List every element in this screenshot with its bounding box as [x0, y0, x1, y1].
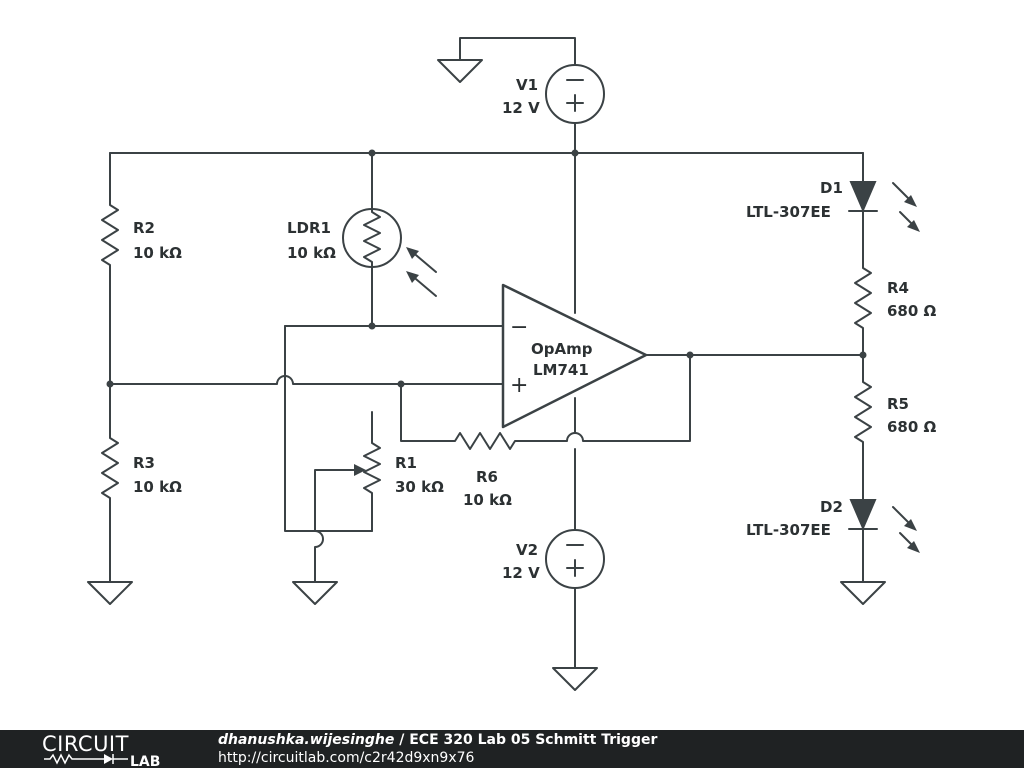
d2-value: LTL-307EE: [746, 521, 831, 539]
non-inverting-input-sign: +: [510, 373, 528, 398]
d1-led: [848, 152, 878, 263]
r6-value: 10 kΩ: [463, 491, 512, 509]
opamp-label: OpAmp: [531, 340, 593, 358]
inverting-input-wire: [284, 325, 504, 532]
d2-label: D2: [820, 498, 843, 516]
v2-label: V2: [516, 541, 538, 559]
v1-ground-symbol: [437, 59, 483, 83]
d1-light-arrows: [892, 182, 920, 232]
r1-potentiometer: [363, 411, 381, 532]
circuitlab-logo: CIRCUIT LAB: [42, 732, 160, 768]
v1-value: 12 V: [502, 99, 540, 117]
r5-label: R5: [887, 395, 909, 413]
d2-light-arrows: [892, 506, 920, 553]
logo-text-top: CIRCUIT: [42, 732, 129, 756]
d1-label: D1: [820, 179, 843, 197]
v1-label: V1: [516, 76, 538, 94]
r1-ground-symbol: [292, 581, 338, 605]
r1-label: R1: [395, 454, 417, 472]
r5-value: 680 Ω: [887, 418, 937, 436]
v1-voltage-source: [545, 64, 605, 124]
v2-voltage-source: [545, 529, 605, 589]
r4-value: 680 Ω: [887, 302, 937, 320]
d2-ground-symbol: [840, 581, 886, 605]
inverting-input-sign: −: [510, 315, 528, 340]
junction-dot: [686, 351, 694, 359]
junction-dot: [571, 149, 579, 157]
ldr1-light-arrows: [406, 247, 437, 297]
ldr1-value: 10 kΩ: [287, 244, 336, 262]
r1-value: 30 kΩ: [395, 478, 444, 496]
author-link[interactable]: dhanushka.wijesinghe: [218, 732, 395, 748]
v1-ground-wire: [459, 37, 576, 66]
r6-label: R6: [476, 468, 498, 486]
r4-label: R4: [887, 279, 909, 297]
r3-label: R3: [133, 454, 155, 472]
ldr1-photoresistor: [342, 152, 402, 327]
circuit-schematic: V1 12 V R2 10 kΩ R3 10 kΩ LDR1 10 kΩ: [87, 37, 937, 691]
junction-dot: [106, 380, 114, 388]
r6-resistor: [400, 354, 691, 450]
title-separator: /: [394, 732, 410, 748]
r3-ground-symbol: [87, 581, 133, 605]
footer-bar: CIRCUIT LAB dhanushka.wijesinghe / ECE 3…: [0, 730, 1024, 768]
r4-resistor: [854, 261, 872, 356]
r3-resistor: [101, 383, 119, 583]
r2-resistor: [101, 152, 119, 385]
opamp-triangle: [501, 283, 648, 429]
footer-title-line: dhanushka.wijesinghe / ECE 320 Lab 05 Sc…: [218, 732, 657, 748]
d2-led: [848, 499, 878, 583]
logo-text-bottom: LAB: [130, 754, 160, 768]
circuit-url-link[interactable]: http://circuitlab.com/c2r42d9xn9x76: [218, 750, 475, 766]
top-supply-rail: [109, 122, 864, 314]
r2-label: R2: [133, 219, 155, 237]
d1-value: LTL-307EE: [746, 203, 831, 221]
r3-value: 10 kΩ: [133, 478, 182, 496]
r2-value: 10 kΩ: [133, 244, 182, 262]
junction-dot: [368, 322, 376, 330]
circuit-title[interactable]: ECE 320 Lab 05 Schmitt Trigger: [409, 732, 658, 748]
r5-resistor: [854, 354, 872, 501]
v2-ground-symbol: [552, 667, 598, 691]
r1-wiper: [314, 464, 366, 583]
v2-value: 12 V: [502, 564, 540, 582]
ldr1-label: LDR1: [287, 219, 331, 237]
opamp-model: LM741: [533, 361, 589, 379]
non-inverting-input-wire: [109, 375, 504, 385]
